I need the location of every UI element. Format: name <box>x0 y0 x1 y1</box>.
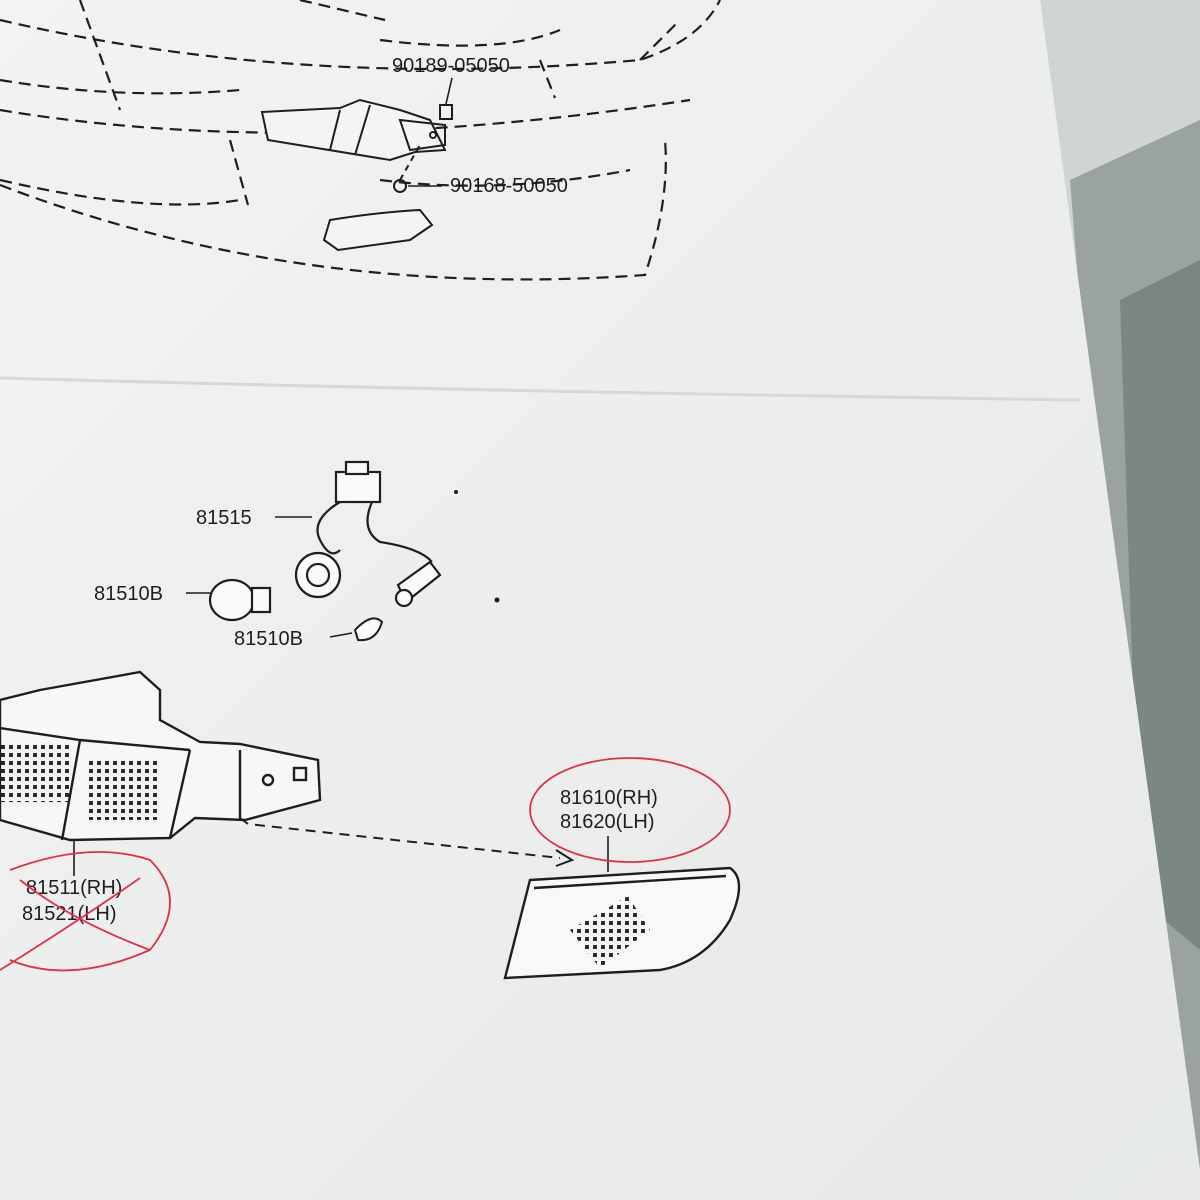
part-number-81521-lh: 81521(LH) <box>22 903 117 925</box>
part-number-81515: 81515 <box>196 507 252 529</box>
assembly-arrow <box>239 817 561 859</box>
circle-mark-81610 <box>529 757 731 863</box>
part-number-81620-lh: 81620(LH) <box>560 811 655 833</box>
leader-90189 <box>445 77 453 105</box>
bulb-main <box>208 578 272 622</box>
paper-fold <box>0 376 1081 402</box>
cross-mark-a <box>0 877 141 971</box>
leader-81510b-side <box>329 632 353 638</box>
lamp-housing <box>0 670 322 842</box>
bumper-outline <box>0 0 721 281</box>
side-marker-lens <box>503 866 741 980</box>
socket-harness <box>294 460 442 608</box>
pen-marks <box>0 757 731 972</box>
circle-mark-81511 <box>9 851 171 972</box>
upper-lamp-assembly <box>260 98 453 162</box>
part-number-81511-rh: 81511(RH) <box>26 877 122 899</box>
part-number-81510b-side: 81510B <box>234 628 303 650</box>
part-number-90168: 90168-50050 <box>450 175 568 197</box>
part-number-81610-rh: 81610(RH) <box>560 787 658 809</box>
arrow-head <box>555 849 575 867</box>
paper-speck <box>494 597 500 603</box>
part-number-81510b-main: 81510B <box>94 583 163 605</box>
paper-speck <box>454 490 458 494</box>
bulb-side <box>353 617 384 642</box>
part-number-90189: 90189-05050 <box>392 55 510 77</box>
upper-side-marker <box>322 208 434 252</box>
mount-leader-dashed <box>399 144 421 181</box>
cross-mark-b <box>19 879 151 951</box>
